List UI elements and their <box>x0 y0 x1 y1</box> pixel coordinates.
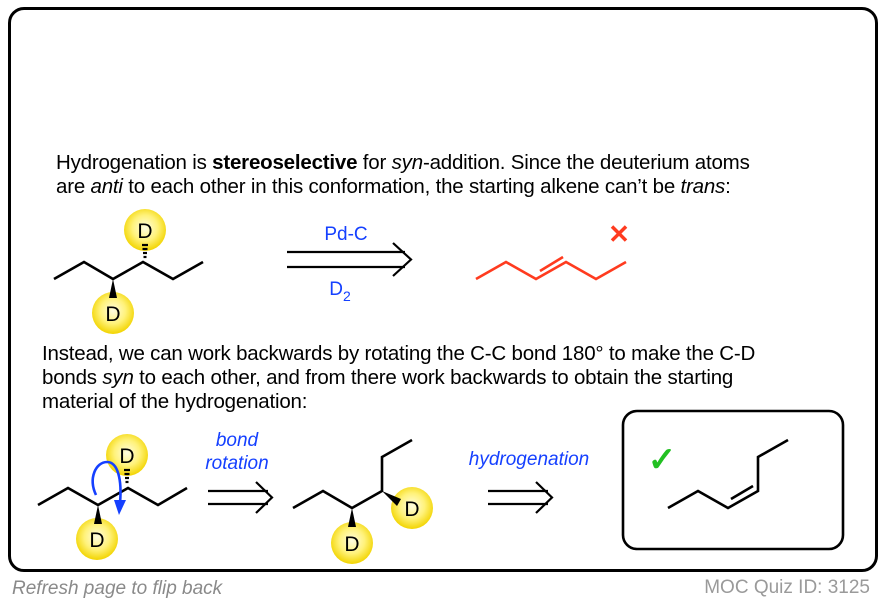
step-label-bond: bond <box>216 430 260 451</box>
refresh-hint: Refresh page to flip back <box>12 578 223 599</box>
step-label-hydrogenation: hydrogenation <box>469 449 589 470</box>
text-span: : <box>725 175 731 198</box>
explanation-paragraph-1: Hydrogenation is stereoselective for syn… <box>56 151 750 199</box>
text-span: for <box>357 151 392 174</box>
reagent-d2: D2 <box>329 279 351 304</box>
molecule-cis-3-hexene <box>667 438 789 510</box>
text-span: Hydrogenation is <box>56 151 213 174</box>
double-bond <box>730 484 754 501</box>
retrosynthesis-arrow-2 <box>488 481 554 514</box>
carbon-skeleton <box>37 486 188 507</box>
reagent-d2-base: D <box>329 279 343 300</box>
reaction-arrow-forward <box>287 242 413 277</box>
carbon-skeleton <box>53 260 204 281</box>
molecule-trans-3-hexene <box>475 255 627 281</box>
text-span: are <box>56 175 91 198</box>
molecule-anti-dideuterohexane: D D <box>53 209 204 334</box>
deuterium-highlight <box>76 518 118 560</box>
emphasis-stereoselective: stereoselective <box>212 151 358 174</box>
deuterium-highlight <box>331 522 373 564</box>
carbon-skeleton <box>292 438 413 510</box>
deuterium-highlight <box>391 487 433 529</box>
molecule-syn-dideuterohexane: D D <box>292 438 433 564</box>
hashed-wedge-bond <box>142 243 148 259</box>
deuterium-label: D <box>119 445 134 468</box>
deuterium-highlight <box>106 434 148 476</box>
hashed-wedge-bond <box>124 468 130 484</box>
correct-checkmark-icon: ✓ <box>648 441 677 479</box>
text-span: bonds <box>42 366 103 389</box>
emphasis-trans: trans <box>680 175 726 198</box>
emphasis-anti: anti <box>90 175 123 198</box>
solid-wedge-bond <box>94 505 102 524</box>
text-span: to each other, and from there work backw… <box>133 366 734 389</box>
emphasis-syn: syn <box>102 366 134 389</box>
step-label-rotation: rotation <box>205 453 268 474</box>
solid-wedge-bond <box>382 491 401 506</box>
deuterium-highlight <box>92 292 134 334</box>
solid-wedge-bond <box>348 508 356 527</box>
retrosynthesis-arrow-1 <box>208 481 274 514</box>
carbon-skeleton <box>667 438 789 510</box>
text-span: -addition. Since the deuterium atoms <box>422 151 750 174</box>
text-span: material of the hydrogenation: <box>42 390 308 413</box>
rotation-arrowhead-icon <box>114 500 126 515</box>
reagent-d2-subscript: 2 <box>343 288 351 304</box>
double-bond <box>539 255 564 273</box>
deuterium-label: D <box>89 529 104 552</box>
explanation-paragraph-2: Instead, we can work backwards by rotati… <box>42 342 755 414</box>
emphasis-syn: syn <box>391 151 424 174</box>
deuterium-label: D <box>105 303 120 326</box>
deuterium-label: D <box>344 533 359 556</box>
carbon-skeleton <box>475 260 627 281</box>
rotation-arrow-icon <box>91 460 122 504</box>
text-span: to each other in this conformation, the … <box>122 175 681 198</box>
reagent-pd-c: Pd-C <box>324 224 367 245</box>
answer-box <box>621 409 845 551</box>
quiz-id: MOC Quiz ID: 3125 <box>704 577 870 598</box>
text-span: Instead, we can work backwards by rotati… <box>42 342 756 365</box>
incorrect-x-icon: ✕ <box>608 219 630 249</box>
deuterium-label: D <box>137 220 152 243</box>
molecule-anti-dideuterohexane-rotation: D D <box>37 434 188 560</box>
deuterium-label: D <box>404 498 419 521</box>
solid-wedge-bond <box>109 279 117 298</box>
deuterium-highlight <box>124 209 166 251</box>
